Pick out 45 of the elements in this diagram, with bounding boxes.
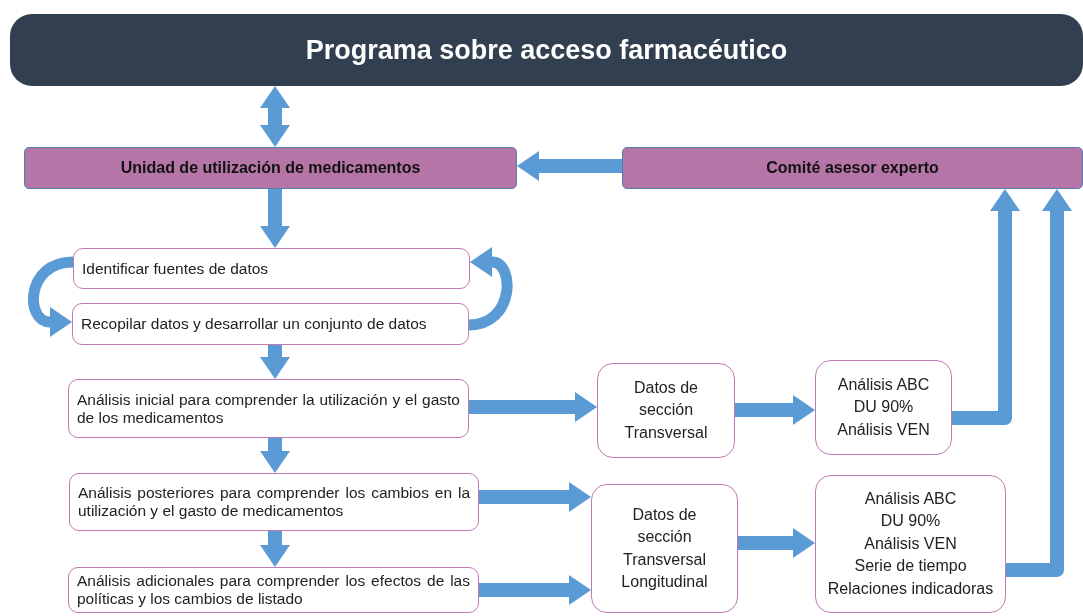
block-arrow bbox=[735, 395, 815, 425]
block-arrow bbox=[738, 528, 815, 558]
analysis-box bbox=[815, 360, 952, 455]
unit-bar bbox=[24, 147, 517, 189]
node-text: DU 90% bbox=[880, 511, 941, 532]
node-text: Comité asesor experto bbox=[766, 159, 939, 177]
process-box bbox=[72, 303, 469, 345]
node-text: Programa sobre acceso farmacéutico bbox=[305, 34, 788, 66]
block-arrow bbox=[260, 345, 290, 379]
node-text: Recopilar datos y desarrollar un conjunto de datos bbox=[81, 315, 428, 333]
process-box bbox=[68, 567, 479, 613]
block-arrow bbox=[479, 575, 591, 605]
node-text: Datos de sección bbox=[631, 504, 698, 548]
node-text: Transversal bbox=[624, 422, 708, 443]
block-arrow bbox=[479, 482, 591, 512]
block-arrow bbox=[517, 151, 622, 181]
process-box bbox=[68, 379, 469, 438]
node-text: Análisis inicial para comprender la utilización y el gasto de los medicamentos bbox=[77, 390, 460, 427]
node-text: Análisis ABC bbox=[864, 489, 957, 509]
committee-bar bbox=[622, 147, 1083, 189]
node-text: Serie de tiempo bbox=[854, 556, 967, 577]
node-text: Análisis posteriores para comprender los cambios en la utilización y el gasto de medicamentos bbox=[78, 484, 470, 520]
node-text: Análisis adicionales para comprender los efectos de las políticas y los cambios de listado bbox=[77, 572, 470, 608]
node-text: Análisis VEN bbox=[864, 533, 957, 554]
node-text: DU 90% bbox=[853, 397, 914, 418]
block-arrow bbox=[469, 392, 597, 422]
title-banner bbox=[10, 14, 1083, 86]
node-text: Análisis ABC bbox=[837, 374, 930, 395]
block-arrow bbox=[952, 189, 1020, 425]
node-text: Longitudinal bbox=[621, 571, 708, 592]
data-box bbox=[597, 363, 735, 458]
node-text: Transversal bbox=[623, 549, 706, 570]
node-text: Relaciones indicadoras bbox=[827, 578, 994, 599]
node-text: Análisis VEN bbox=[837, 419, 930, 440]
process-box bbox=[73, 248, 470, 289]
block-arrow bbox=[260, 438, 290, 473]
block-arrow bbox=[260, 86, 290, 147]
analysis-box bbox=[815, 475, 1006, 613]
block-arrow bbox=[260, 189, 290, 248]
process-box bbox=[69, 473, 479, 531]
node-text: Unidad de utilización de medicamentos bbox=[120, 159, 421, 177]
block-arrow bbox=[260, 531, 290, 567]
node-text: Datos de sección bbox=[632, 377, 699, 421]
data-box bbox=[591, 484, 738, 613]
node-text: Identificar fuentes de datos bbox=[82, 259, 270, 278]
